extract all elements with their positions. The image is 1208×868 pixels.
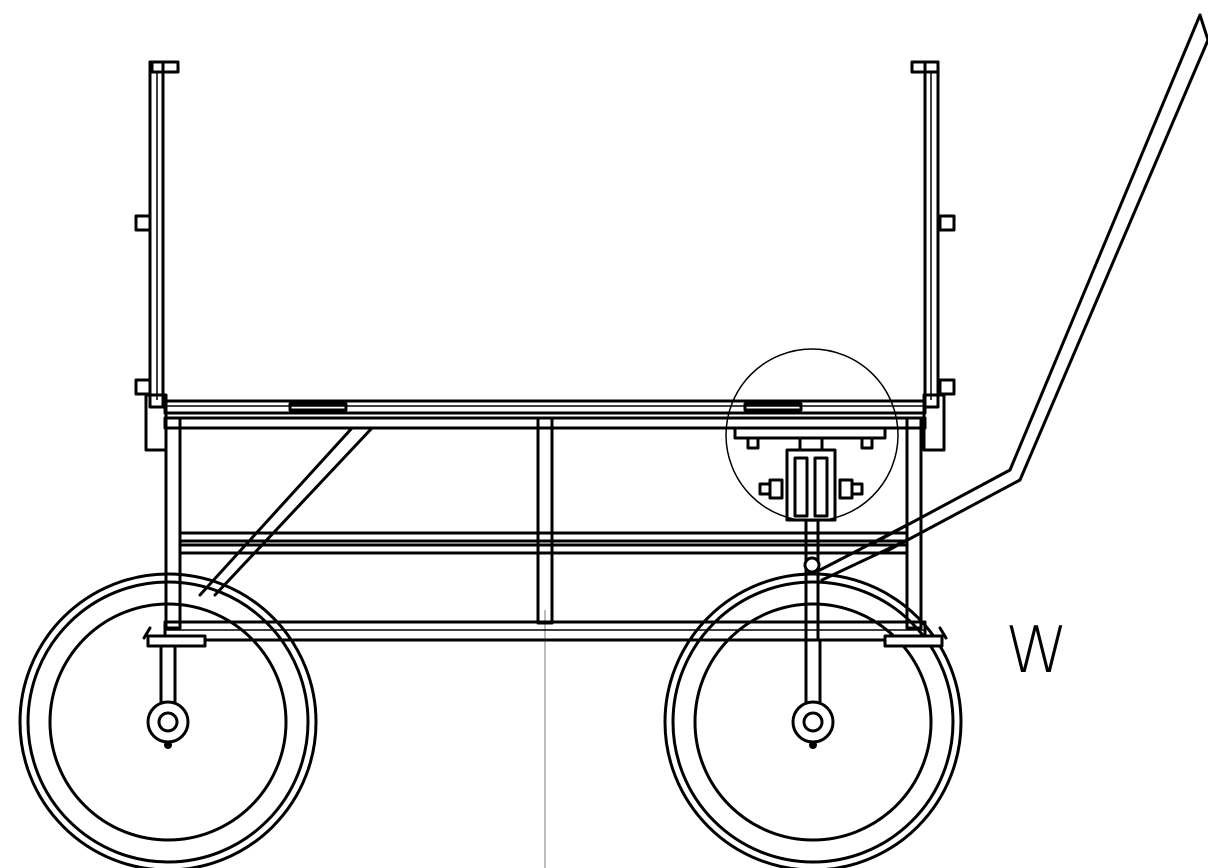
detail-circle bbox=[725, 348, 899, 522]
frame bbox=[163, 416, 927, 642]
left-side-post bbox=[134, 60, 180, 452]
tow-handle bbox=[868, 13, 1208, 554]
right-side-post bbox=[910, 60, 956, 452]
view-label: W bbox=[1005, 614, 1068, 688]
deck-platform bbox=[163, 399, 927, 430]
right-wheel bbox=[663, 572, 963, 868]
left-wheel bbox=[18, 572, 318, 868]
steering-pivot bbox=[733, 426, 887, 702]
